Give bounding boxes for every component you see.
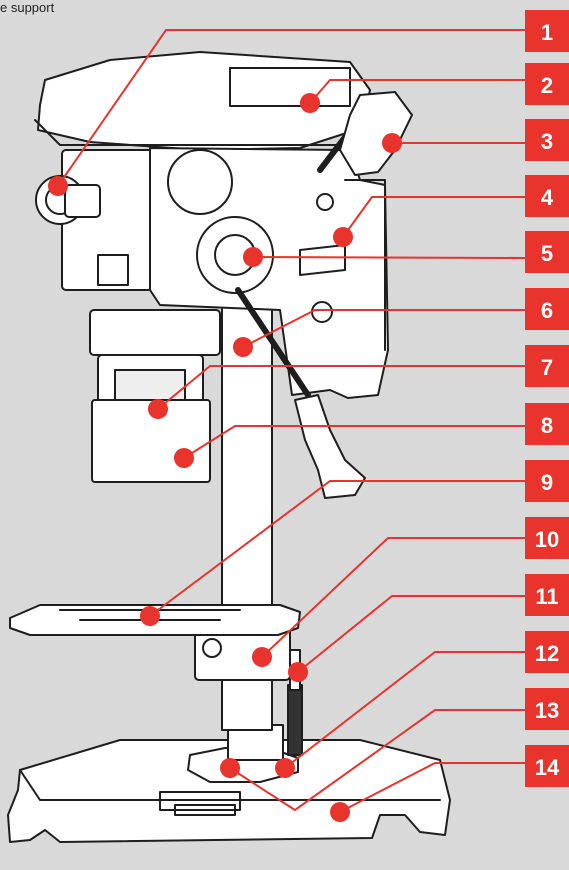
handle-ball bbox=[167, 149, 233, 215]
callout-label-9: 9 bbox=[541, 470, 553, 495]
callout-dots bbox=[48, 93, 402, 822]
callout-label-6: 6 bbox=[541, 298, 553, 323]
callout-label-4: 4 bbox=[541, 185, 554, 210]
callout-dot-5 bbox=[243, 247, 263, 267]
callout-dot-1 bbox=[48, 176, 68, 196]
callout-labels: 1 2 3 4 5 6 7 8 9 10 11 12 13 1 bbox=[525, 10, 569, 787]
callout-dot-2 bbox=[300, 93, 320, 113]
feed-handle-grip-upper bbox=[339, 91, 413, 176]
callout-label-11: 11 bbox=[535, 584, 558, 609]
leader-lines bbox=[57, 29, 526, 813]
callout-dot-4 bbox=[333, 227, 353, 247]
callout-label-12: 12 bbox=[535, 641, 559, 666]
callout-dot-6 bbox=[233, 337, 253, 357]
callout-dot-11 bbox=[288, 662, 308, 682]
callout-dot-10 bbox=[252, 647, 272, 667]
spindle-assembly bbox=[89, 309, 221, 356]
callout-dot-14 bbox=[330, 802, 350, 822]
callout-label-8: 8 bbox=[541, 413, 553, 438]
callout-label-13: 13 bbox=[535, 698, 559, 723]
callout-dot-3 bbox=[382, 133, 402, 153]
callout-label-3: 3 bbox=[541, 129, 553, 154]
callout-label-7: 7 bbox=[541, 355, 553, 380]
caption-text: e support bbox=[0, 0, 55, 15]
callout-dot-13 bbox=[220, 758, 240, 778]
callout-dot-7 bbox=[148, 399, 168, 419]
callout-label-5: 5 bbox=[541, 241, 553, 266]
callout-dot-12 bbox=[275, 758, 295, 778]
callout-label-1: 1 bbox=[541, 20, 553, 45]
callout-dot-8 bbox=[174, 448, 194, 468]
table-lock-lever bbox=[287, 684, 303, 756]
callout-dot-9 bbox=[140, 606, 160, 626]
callout-label-2: 2 bbox=[541, 73, 553, 98]
callout-label-10: 10 bbox=[535, 527, 559, 552]
callout-label-14: 14 bbox=[535, 755, 560, 780]
feed-handle-grip-lower bbox=[294, 394, 366, 499]
